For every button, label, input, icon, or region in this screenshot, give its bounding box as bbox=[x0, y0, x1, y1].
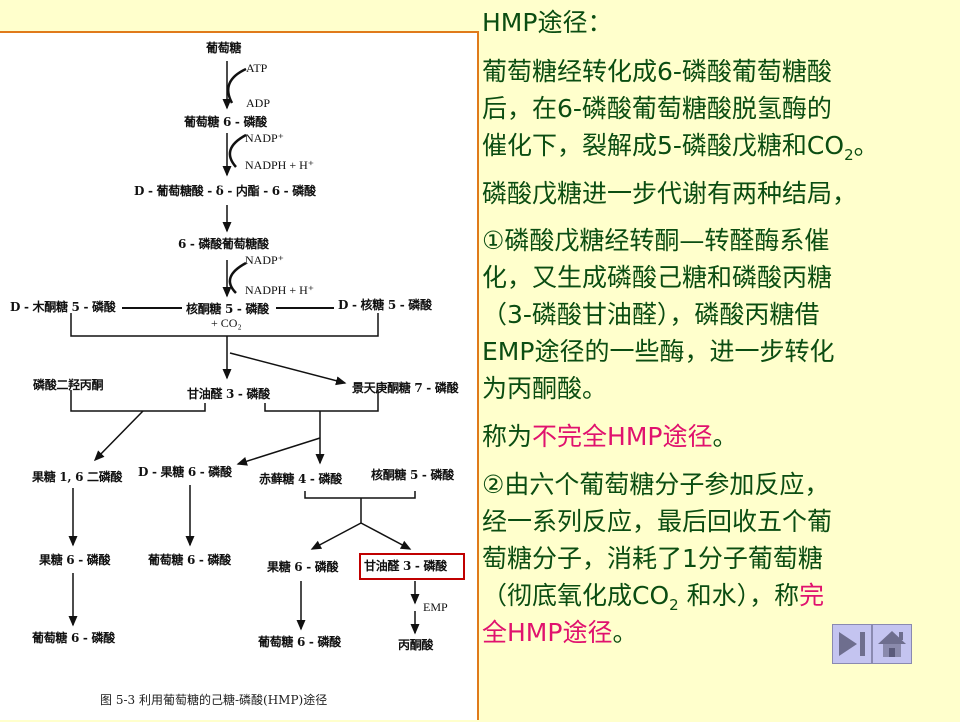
node-dhap: 磷酸二羟丙酮 bbox=[33, 378, 104, 392]
node-f6p-a: 果糖 6 - 磷酸 bbox=[39, 553, 111, 567]
node-fbp: 果糖 1, 6 二磷酸 bbox=[32, 470, 123, 484]
paragraph-5-line-5: 全HMP途径。 bbox=[482, 618, 638, 647]
node-gap-1: 甘油醛 3 - 磷酸 bbox=[187, 387, 270, 401]
next-end-icon bbox=[839, 632, 865, 656]
paragraph-1-line-1: 葡萄糖经转化成6-磷酸葡萄糖酸 bbox=[482, 57, 832, 86]
node-sedoheptulose-7p: 景天庚酮糖 7 - 磷酸 bbox=[352, 381, 459, 395]
label-nadp-1: NADP⁺ bbox=[245, 131, 285, 145]
node-ribulose-5p: 核酮糖 5 - 磷酸 bbox=[186, 302, 269, 316]
home-button[interactable] bbox=[872, 624, 912, 664]
pathway-arrows bbox=[68, 61, 420, 635]
node-f6p-d: D - 果糖 6 - 磷酸 bbox=[138, 465, 232, 479]
node-g6p-d: 葡萄糖 6 - 磷酸 bbox=[258, 635, 341, 649]
label-nadp-2: NADP⁺ bbox=[245, 253, 285, 267]
node-erythrose-4p: 赤藓糖 4 - 磷酸 bbox=[259, 472, 342, 486]
node-gap-2: 甘油醛 3 - 磷酸 bbox=[364, 559, 447, 573]
paragraph-1-line-2: 后，在6-磷酸葡萄糖酸脱氢酶的 bbox=[482, 94, 832, 123]
paragraph-1-line-3: 催化下，裂解成5-磷酸戊糖和CO2。 bbox=[482, 131, 879, 164]
label-emp: EMP bbox=[423, 600, 448, 614]
node-ribose-5p: D - 核糖 5 - 磷酸 bbox=[338, 298, 432, 312]
paragraph-3-line-5: 为丙酮酸。 bbox=[482, 374, 608, 403]
paragraph-3-line-4: EMP途径的一些酶，进一步转化 bbox=[482, 337, 835, 366]
label-nadph-2: NADPH + H⁺ bbox=[245, 283, 315, 297]
complete-hmp-term: 全HMP途径 bbox=[482, 618, 613, 647]
label-co2: + CO₂ bbox=[211, 316, 242, 330]
node-lactone: D - 葡萄糖酸 - δ - 内酯 - 6 - 磷酸 bbox=[134, 184, 316, 198]
hmp-pathway-figure: 葡萄糖 ATP ADP 葡萄糖 6 - 磷酸 NADP⁺ NADPH + H⁺ … bbox=[0, 31, 479, 720]
node-ribulose-5p-b: 核酮糖 5 - 磷酸 bbox=[371, 468, 454, 482]
paragraph-4: 称为不完全HMP途径。 bbox=[482, 422, 738, 451]
paragraph-2: 磷酸戊糖进一步代谢有两种结局， bbox=[482, 179, 858, 208]
incomplete-hmp-term: 不完全HMP途径 bbox=[532, 422, 713, 451]
node-6pg: 6 - 磷酸葡萄糖酸 bbox=[178, 237, 269, 251]
node-f6p-c: 果糖 6 - 磷酸 bbox=[267, 560, 339, 574]
paragraph-3-line-3: （3-磷酸甘油醛），磷酸丙糖借 bbox=[482, 300, 820, 329]
figure-caption: 图 5-3 利用葡萄糖的己糖-磷酸(HMP)途径 bbox=[100, 693, 328, 707]
paragraph-5-line-4: （彻底氧化成CO2 和水），称完 bbox=[482, 581, 825, 614]
paragraph-5-line-1: ②由六个葡萄糖分子参加反应， bbox=[482, 470, 830, 499]
paragraph-5-line-2: 经一系列反应，最后回收五个葡 bbox=[482, 507, 833, 536]
node-g6p: 葡萄糖 6 - 磷酸 bbox=[184, 115, 267, 129]
paragraph-3-line-2: 化，又生成磷酸己糖和磷酸丙糖 bbox=[482, 263, 833, 292]
node-glucose: 葡萄糖 bbox=[206, 41, 242, 55]
next-slide-button[interactable] bbox=[832, 624, 872, 664]
paragraph-5-line-3: 萄糖分子，消耗了1分子葡萄糖 bbox=[482, 544, 823, 573]
label-adp: ADP bbox=[246, 96, 271, 110]
label-nadph-1: NADPH + H⁺ bbox=[245, 158, 315, 172]
label-atp: ATP bbox=[246, 61, 268, 75]
paragraph-3-line-1: ①磷酸戊糖经转酮—转醛酶系催 bbox=[482, 226, 830, 255]
node-pyruvate: 丙酮酸 bbox=[398, 638, 434, 652]
highlight-box bbox=[359, 553, 465, 580]
node-xylulose-5p: D - 木酮糖 5 - 磷酸 bbox=[10, 300, 116, 314]
home-icon bbox=[878, 631, 906, 657]
section-title: HMP途径： bbox=[482, 8, 613, 37]
node-g6p-c: 葡萄糖 6 - 磷酸 bbox=[32, 631, 115, 645]
node-g6p-b: 葡萄糖 6 - 磷酸 bbox=[148, 553, 231, 567]
